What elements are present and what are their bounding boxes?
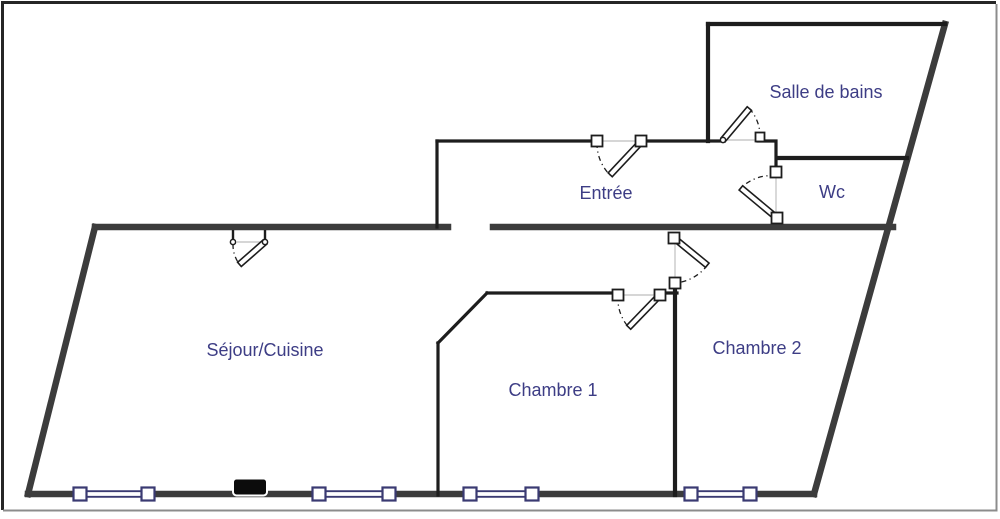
door-bedroom1 (611, 288, 667, 331)
image-border-topleft (1, 1, 996, 510)
window-1 (72, 486, 156, 502)
room-label-chambre-1: Chambre 1 (508, 380, 597, 400)
window-4 (683, 486, 758, 502)
door-swing-arc (596, 142, 611, 176)
window-post (524, 486, 540, 502)
door-hinge (770, 211, 784, 225)
room-label-entree: Entrée (579, 183, 632, 203)
window-post (683, 486, 699, 502)
door-post (668, 276, 682, 290)
door-bathroom (719, 105, 766, 144)
window-post (742, 486, 758, 502)
door-post (590, 134, 604, 148)
window-glazing (87, 490, 141, 498)
bedroom1-corner-diagonal-wall (435, 290, 490, 346)
window-glazing (477, 490, 525, 498)
door-living-room (229, 238, 269, 268)
window-glazing (326, 490, 382, 498)
outer-walls (24, 19, 950, 499)
room-label-sejour-cuisine: Séjour/Cuisine (206, 340, 323, 360)
window-post (311, 486, 327, 502)
window-post (140, 486, 156, 502)
window-opening (697, 489, 744, 499)
door-hinge (653, 288, 667, 302)
door-wc (737, 165, 784, 225)
room-label-wc: Wc (819, 182, 845, 202)
window-opening (86, 489, 142, 499)
door-hinge (634, 134, 648, 148)
window-post (72, 486, 88, 502)
door-bedroom2 (667, 231, 711, 290)
window-3 (462, 486, 540, 502)
doorway-reference-lines (237, 139, 777, 296)
door-hinge (261, 238, 269, 246)
outer-wall-right-slanted (809, 19, 950, 499)
room-label-salle-de-bains: Salle de bains (769, 82, 882, 102)
window-glazing (698, 490, 743, 498)
door-hinge (667, 231, 681, 245)
window-opening (476, 489, 526, 499)
window-2 (311, 486, 397, 502)
door-post (611, 288, 625, 302)
door-post (754, 131, 766, 143)
door-entrance (590, 134, 648, 178)
window-post (462, 486, 478, 502)
window-opening (325, 489, 383, 499)
door-leaf (719, 105, 753, 143)
bathroom-wc-jog-wall (756, 139, 778, 170)
window-post (381, 486, 397, 502)
fireplace-block (232, 477, 268, 497)
door-hinge (719, 136, 727, 144)
image-border-bottomright (3, 4, 998, 512)
room-label-chambre-2: Chambre 2 (712, 338, 801, 358)
outer-wall-left-slanted (24, 223, 99, 498)
door-post (769, 165, 783, 179)
door-post (229, 238, 237, 246)
